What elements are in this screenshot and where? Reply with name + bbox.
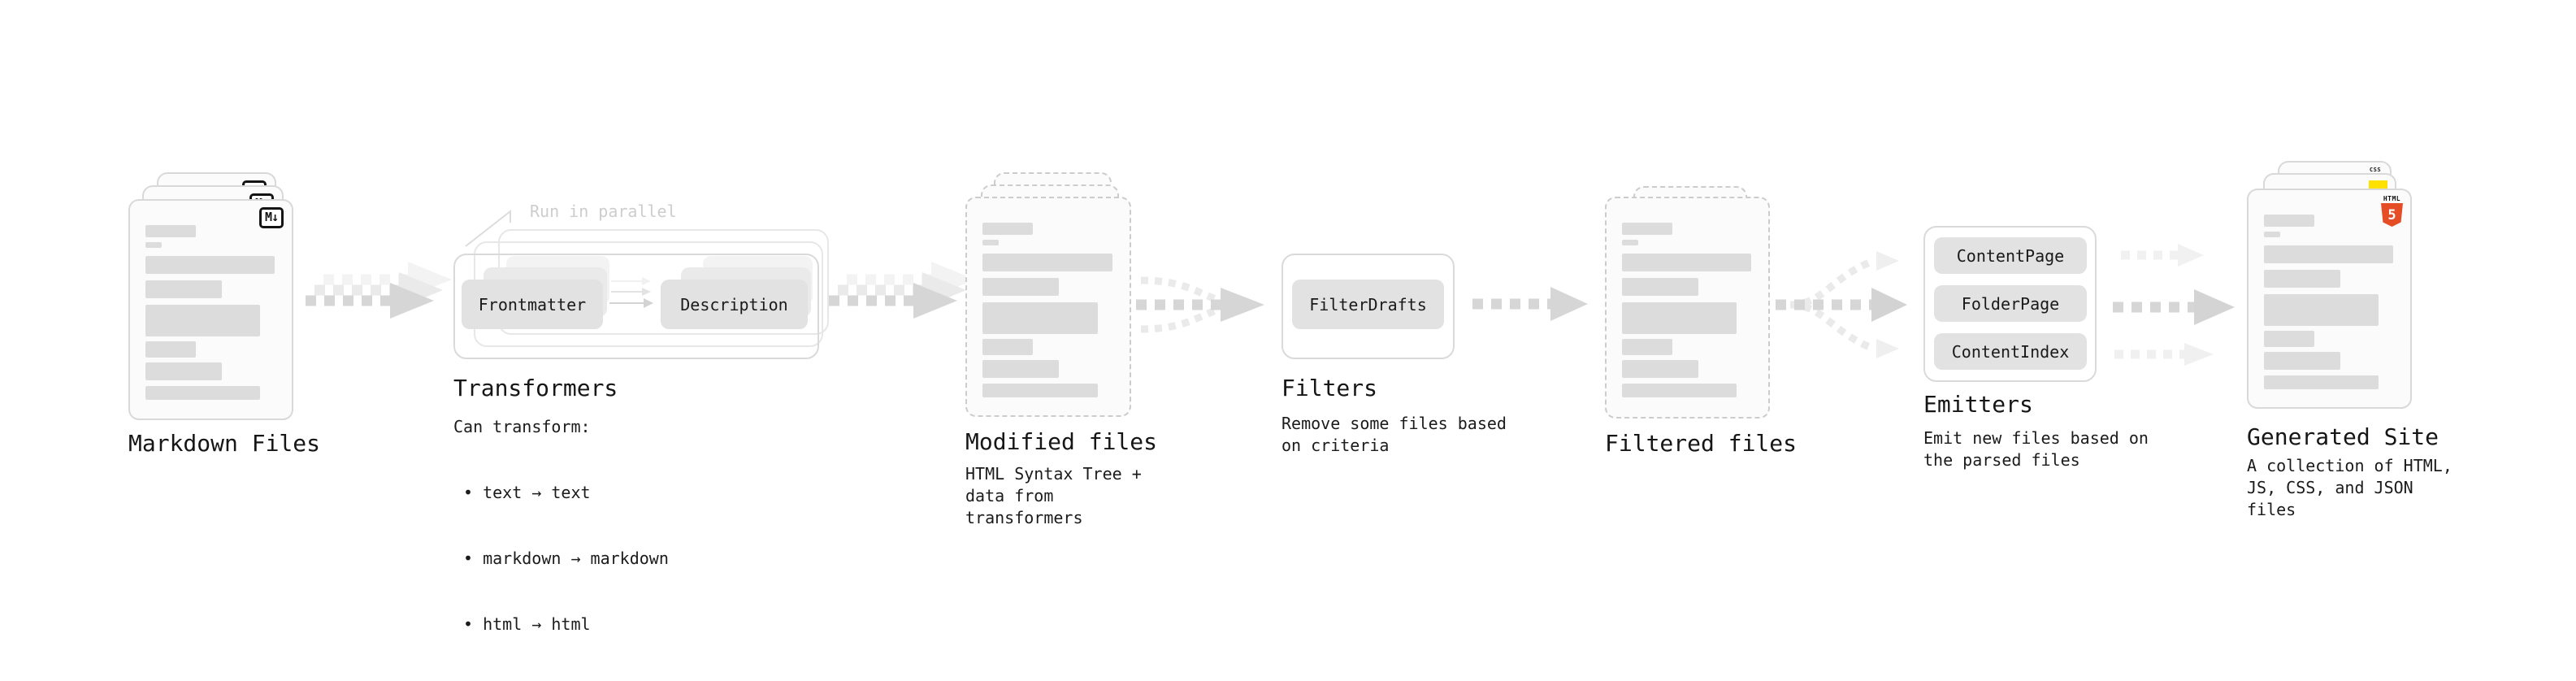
- generated-site-caption: A collection of HTML, JS, CSS, and JSON …: [2247, 456, 2452, 519]
- doc-content-bar: [1622, 339, 1672, 355]
- doc-content-bar: [1622, 360, 1698, 378]
- markdown-files-title: Markdown Files: [128, 430, 321, 457]
- doc-content-bar: [982, 384, 1098, 397]
- doc-content-bar: [2264, 375, 2379, 389]
- filters-title: Filters: [1281, 375, 1378, 401]
- generated-doc-html: HTML 5: [2247, 189, 2412, 409]
- doc-content-bar: [1622, 223, 1672, 235]
- stage-generated-site: CSS HTML 5 Generated Site A collection o…: [2247, 161, 2458, 519]
- transformers-frame: [453, 254, 819, 359]
- html5-icon: HTML 5: [2381, 195, 2403, 227]
- doc-content-bar: [1622, 302, 1737, 334]
- transformers-caption-heading: Can transform:: [453, 417, 591, 436]
- filtered-files-title: Filtered files: [1605, 430, 1798, 457]
- doc-content-bar: [982, 223, 1033, 235]
- stage-filtered-files: Filtered files: [1605, 186, 1816, 495]
- stage-modified-files: Modified files HTML Syntax Tree + data f…: [965, 172, 1177, 530]
- stage-markdown-files: M↓ M↓ M↓ Markdown Files: [128, 172, 340, 514]
- doc-content-bar: [1622, 240, 1638, 245]
- markdown-doc-front: M↓: [128, 199, 293, 420]
- doc-content-bar: [145, 386, 261, 400]
- doc-content-bar: [1622, 278, 1698, 296]
- annotation-leader-line: [465, 209, 511, 247]
- doc-content-bar: [982, 339, 1033, 355]
- doc-content-bar: [1622, 384, 1737, 397]
- css-label: CSS: [2369, 167, 2382, 173]
- html5-number: 5: [2387, 206, 2396, 223]
- transformers-bullets: • text → text • markdown → markdown • ht…: [463, 438, 669, 679]
- bullet-html: • html → html: [463, 614, 591, 634]
- doc-content-bar: [145, 225, 196, 237]
- doc-content-bar: [2264, 232, 2280, 237]
- js-badge: [2369, 180, 2387, 189]
- doc-content-bar: [2264, 352, 2340, 370]
- emitters-title: Emitters: [1923, 391, 2033, 418]
- doc-content-bar: [145, 242, 162, 248]
- flow-arrow-filters-to-filtered: [1472, 287, 1588, 321]
- doc-content-bar: [2264, 331, 2314, 347]
- emitters-caption: Emit new files based on the parsed files: [1923, 428, 2149, 470]
- filtered-doc-front: [1605, 197, 1770, 419]
- bullet-markdown: • markdown → markdown: [463, 549, 669, 568]
- doc-content-bar: [982, 278, 1059, 296]
- plugin-filterdrafts: FilterDrafts: [1292, 280, 1444, 329]
- doc-content-bar: [145, 280, 222, 298]
- doc-content-bar: [2264, 270, 2340, 288]
- doc-content-bar: [2264, 245, 2394, 263]
- doc-content-bar: [145, 256, 275, 274]
- doc-content-bar: [145, 305, 261, 336]
- doc-content-bar: [2264, 294, 2379, 326]
- plugin-folderpage: FolderPage: [1934, 285, 2087, 322]
- stage-filters: FilterDrafts Filters Remove some files b…: [1281, 254, 1525, 481]
- modified-doc-front: [965, 197, 1131, 417]
- html5-shield: 5: [2381, 203, 2403, 227]
- run-in-parallel-label: Run in parallel: [530, 202, 677, 221]
- plugin-contentindex: ContentIndex: [1934, 333, 2087, 370]
- plugin-description: Description: [661, 280, 808, 329]
- transformers-title: Transformers: [453, 375, 618, 401]
- stage-transformers: Run in parallel Frontmatter Description …: [453, 200, 843, 634]
- doc-content-bar: [145, 341, 196, 358]
- doc-content-bar: [2264, 215, 2314, 227]
- modified-files-title: Modified files: [965, 428, 1158, 455]
- doc-content-bar: [982, 240, 999, 245]
- doc-content-bar: [982, 360, 1059, 378]
- doc-content-bar: [1622, 254, 1752, 271]
- flow-arrow-markdown-to-transformers: [306, 262, 452, 319]
- flow-arrow-transformers-to-modified: [829, 262, 975, 319]
- doc-content-bar: [145, 362, 222, 380]
- parallel-mini-arrows: [609, 277, 653, 308]
- generated-site-title: Generated Site: [2247, 423, 2439, 450]
- doc-content-bar: [982, 302, 1098, 334]
- flow-arrow-fanout-to-emitters: [1776, 251, 1907, 358]
- doc-content-bar: [982, 254, 1112, 271]
- plugin-contentpage: ContentPage: [1934, 237, 2087, 274]
- filters-frame: [1281, 254, 1455, 359]
- flow-arrow-merge-to-filters: [1136, 276, 1264, 333]
- modified-files-caption: HTML Syntax Tree + data from transformer…: [965, 464, 1142, 527]
- filters-caption: Remove some files based on criteria: [1281, 414, 1507, 455]
- bullet-text: • text → text: [463, 483, 591, 502]
- flow-arrows-emitters-to-generated: [2113, 244, 2235, 366]
- stage-emitters: ContentPage FolderPage ContentIndex Emit…: [1923, 226, 2167, 494]
- emitters-frame: [1923, 226, 2097, 382]
- markdown-icon: M↓: [258, 207, 284, 228]
- html5-word: HTML: [2383, 195, 2401, 202]
- plugin-frontmatter: Frontmatter: [462, 280, 603, 329]
